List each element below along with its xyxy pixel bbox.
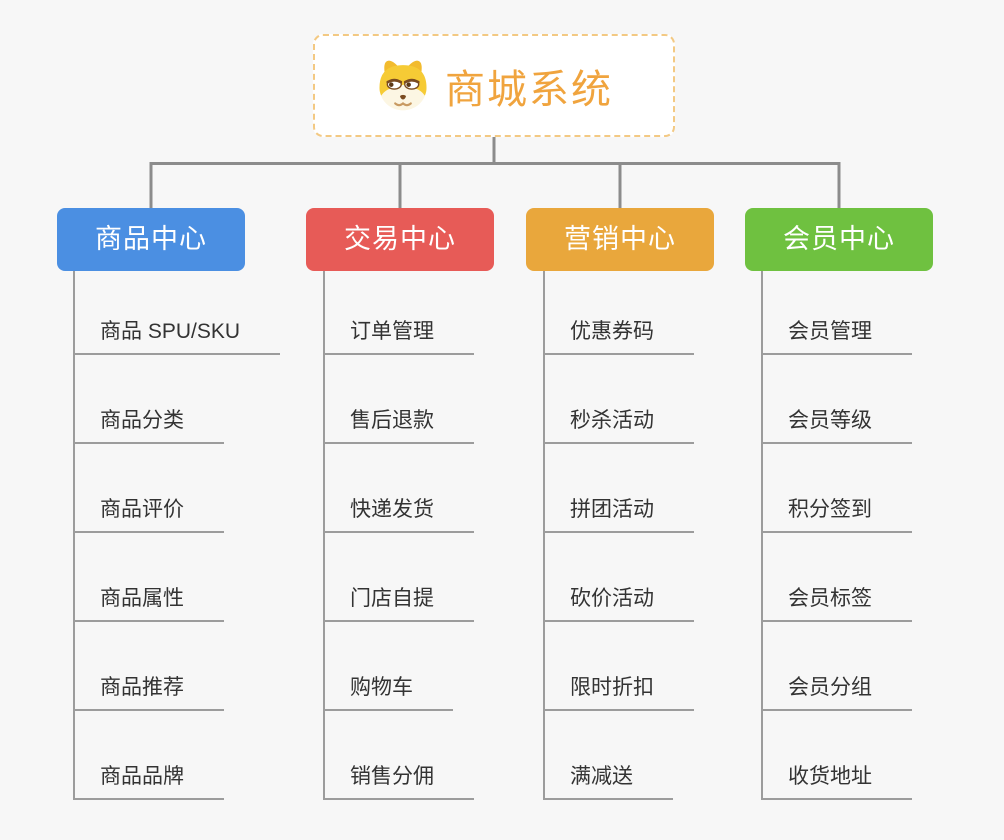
leaf-node[interactable]: 秒杀活动 xyxy=(543,406,694,444)
leaf-node[interactable]: 积分签到 xyxy=(761,495,912,533)
leaf-node[interactable]: 砍价活动 xyxy=(543,584,694,622)
leaf-node[interactable]: 销售分佣 xyxy=(323,762,474,800)
leaf-node[interactable]: 限时折扣 xyxy=(543,673,694,711)
branch-header-trade[interactable]: 交易中心 xyxy=(306,208,494,271)
root-node[interactable]: 商城系统 xyxy=(313,34,675,137)
leaf-node[interactable]: 会员分组 xyxy=(761,673,912,711)
leaf-node[interactable]: 购物车 xyxy=(323,673,453,711)
leaf-node[interactable]: 满减送 xyxy=(543,762,673,800)
leaf-node[interactable]: 会员等级 xyxy=(761,406,912,444)
leaf-node[interactable]: 会员标签 xyxy=(761,584,912,622)
leaf-node[interactable]: 优惠券码 xyxy=(543,317,694,355)
leaf-node[interactable]: 商品评价 xyxy=(73,495,224,533)
shiba-dog-icon xyxy=(375,59,431,113)
root-title: 商城系统 xyxy=(445,67,613,112)
branch-header-products[interactable]: 商品中心 xyxy=(57,208,245,271)
leaf-node[interactable]: 商品分类 xyxy=(73,406,224,444)
branch-header-members[interactable]: 会员中心 xyxy=(745,208,933,271)
branch-header-marketing[interactable]: 营销中心 xyxy=(526,208,714,271)
leaf-node[interactable]: 商品 SPU/SKU xyxy=(73,317,281,355)
leaf-node[interactable]: 拼团活动 xyxy=(543,495,694,533)
leaf-node[interactable]: 商品推荐 xyxy=(73,673,224,711)
leaf-node[interactable]: 订单管理 xyxy=(323,317,474,355)
leaf-node[interactable]: 商品品牌 xyxy=(73,762,224,800)
leaf-node[interactable]: 收货地址 xyxy=(761,762,912,800)
leaf-node[interactable]: 售后退款 xyxy=(323,406,474,444)
leaf-node[interactable]: 门店自提 xyxy=(323,584,474,622)
leaf-node[interactable]: 快递发货 xyxy=(323,495,474,533)
leaf-node[interactable]: 会员管理 xyxy=(761,317,912,355)
leaf-node[interactable]: 商品属性 xyxy=(73,584,224,622)
